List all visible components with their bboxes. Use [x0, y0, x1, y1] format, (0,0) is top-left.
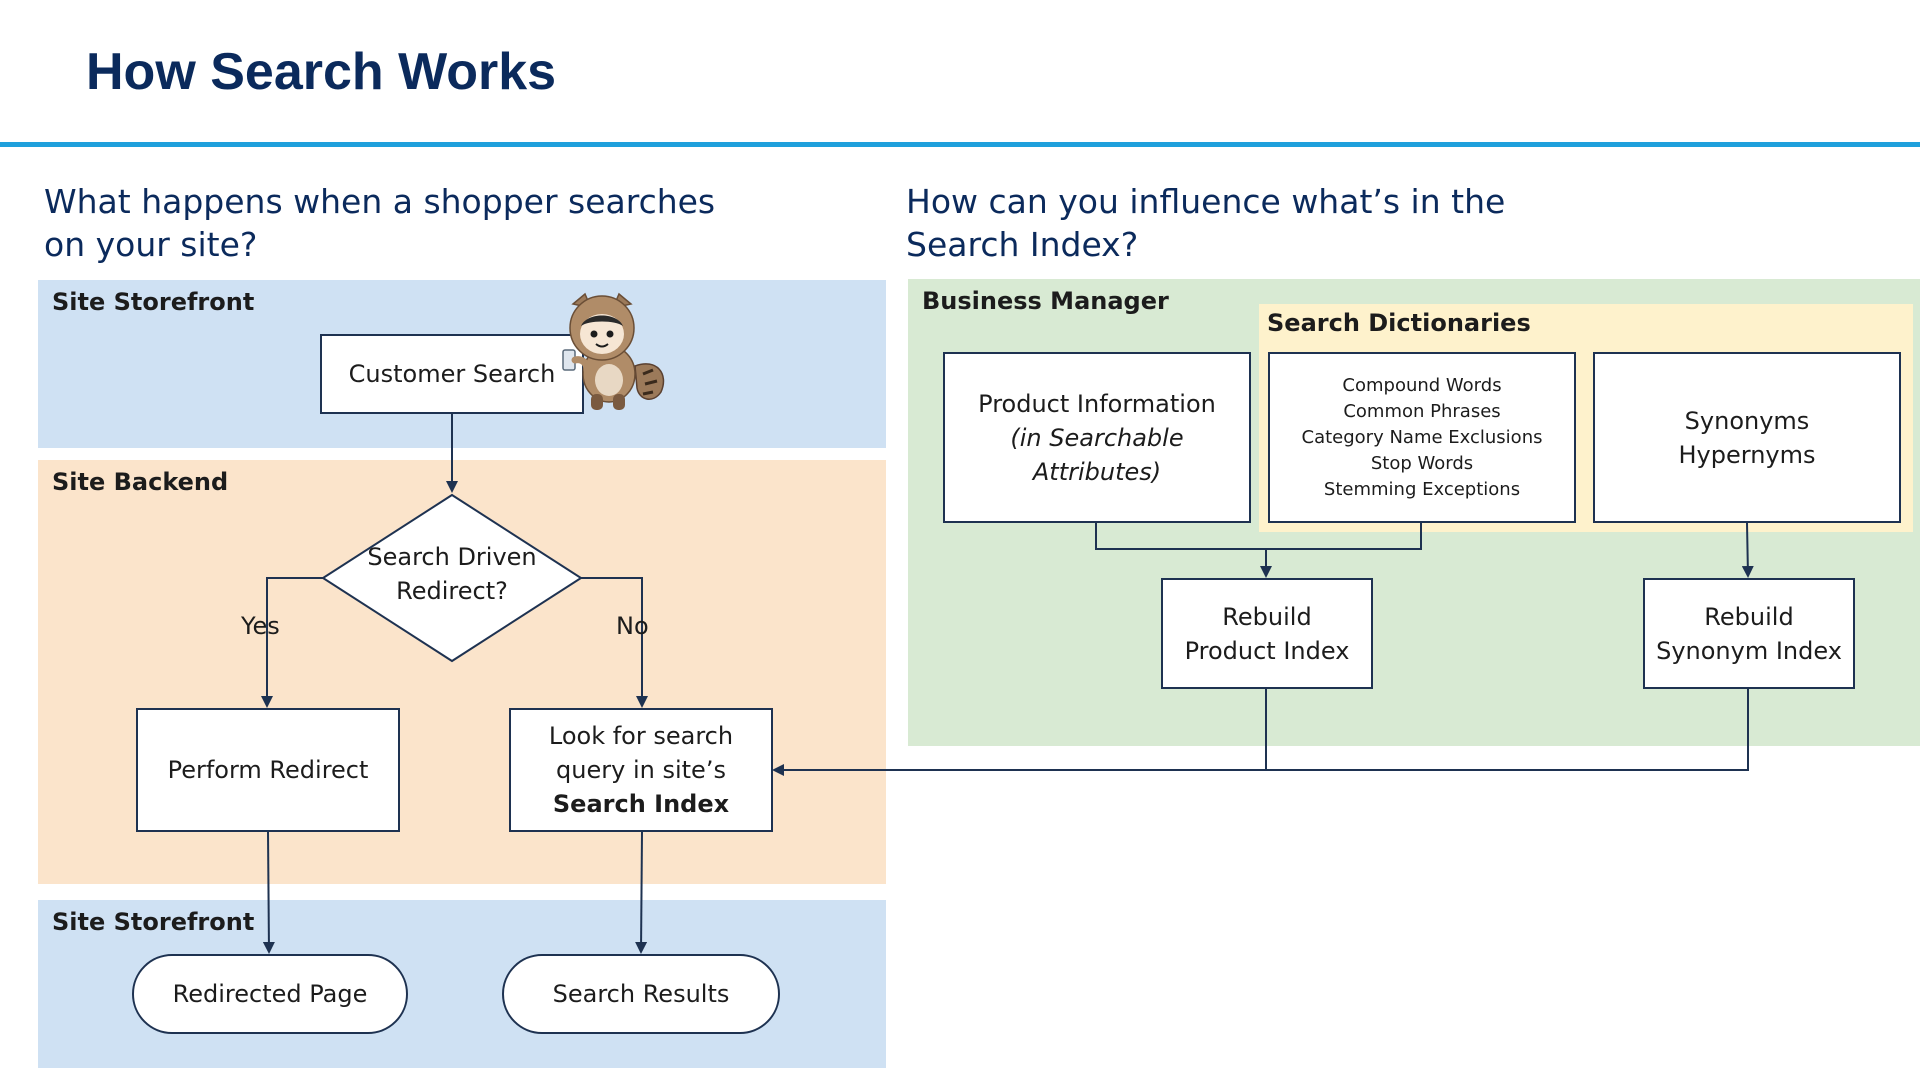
decision-line: Search Driven [367, 543, 537, 571]
node-label: Perform Redirect [167, 756, 369, 784]
edge-no [581, 577, 648, 708]
redirect-decision-diamond [321, 493, 583, 663]
node-line: Look for search [548, 722, 734, 750]
edge-rebuild-synonym-down [1266, 689, 1749, 771]
dictionary-item: Compound Words [1342, 374, 1502, 396]
node-line: Product Index [1184, 636, 1350, 665]
dictionary-item: Common Phrases [1343, 400, 1501, 422]
node-line: Synonyms [1684, 406, 1810, 435]
page-title: How Search Works [86, 43, 557, 101]
search-results-node: Search Results [502, 954, 780, 1034]
dictionary-item: Stop Words [1370, 452, 1474, 474]
lookup-index-node: Look for search query in site’s Search I… [509, 708, 773, 832]
node-label: Redirected Page [172, 980, 368, 1008]
edge-lookup-to-results [635, 831, 648, 954]
node-label: Customer Search [348, 360, 556, 388]
redirect-decision: Search Driven Redirect? [352, 540, 552, 608]
perform-redirect-node: Perform Redirect [136, 708, 400, 832]
redirected-page-node: Redirected Page [132, 954, 408, 1034]
title-divider [0, 142, 1920, 147]
node-line-italic: (in Searchable [1010, 423, 1184, 452]
node-line: Product Information [978, 389, 1216, 418]
astro-mascot-icon [562, 292, 665, 410]
band-label: Site Storefront [52, 288, 255, 316]
customer-search-node: Customer Search [320, 334, 584, 414]
edge-to-rebuild-synonym [1741, 522, 1754, 578]
rebuild-product-index-node: Rebuild Product Index [1161, 578, 1373, 689]
edge-merge-product [1095, 523, 1422, 550]
edge-label-yes: Yes [241, 612, 280, 640]
dictionary-item: Stemming Exceptions [1323, 478, 1521, 500]
product-information-node: Product Information (in Searchable Attri… [943, 352, 1251, 523]
node-label: Search Results [552, 980, 730, 1008]
edge-label-no: No [616, 612, 649, 640]
node-line: Rebuild [1704, 602, 1794, 631]
node-line: Synonym Index [1656, 636, 1842, 665]
dictionaries-node: Compound Words Common Phrases Category N… [1268, 352, 1576, 523]
edge-yes [261, 577, 323, 708]
band-label: Business Manager [922, 287, 1169, 315]
node-line-emphasis: Search Index [552, 790, 730, 818]
edge-redirect-to-page [262, 831, 275, 954]
synonyms-node: Synonyms Hypernyms [1593, 352, 1901, 523]
node-line: Rebuild [1222, 602, 1312, 631]
band-label: Site Backend [52, 468, 229, 496]
rebuild-synonym-index-node: Rebuild Synonym Index [1643, 578, 1855, 689]
right-question: How can you influence what’s in the Sear… [906, 182, 1506, 264]
band-label: Search Dictionaries [1267, 309, 1531, 337]
node-line-italic: Attributes) [1032, 457, 1162, 486]
node-line: Hypernyms [1678, 440, 1816, 469]
dictionary-item: Category Name Exclusions [1301, 426, 1543, 448]
node-line: query in site’s [556, 756, 726, 784]
left-question: What happens when a shopper searches on … [44, 182, 716, 264]
decision-line: Redirect? [396, 577, 508, 605]
band-label: Site Storefront [52, 908, 255, 936]
